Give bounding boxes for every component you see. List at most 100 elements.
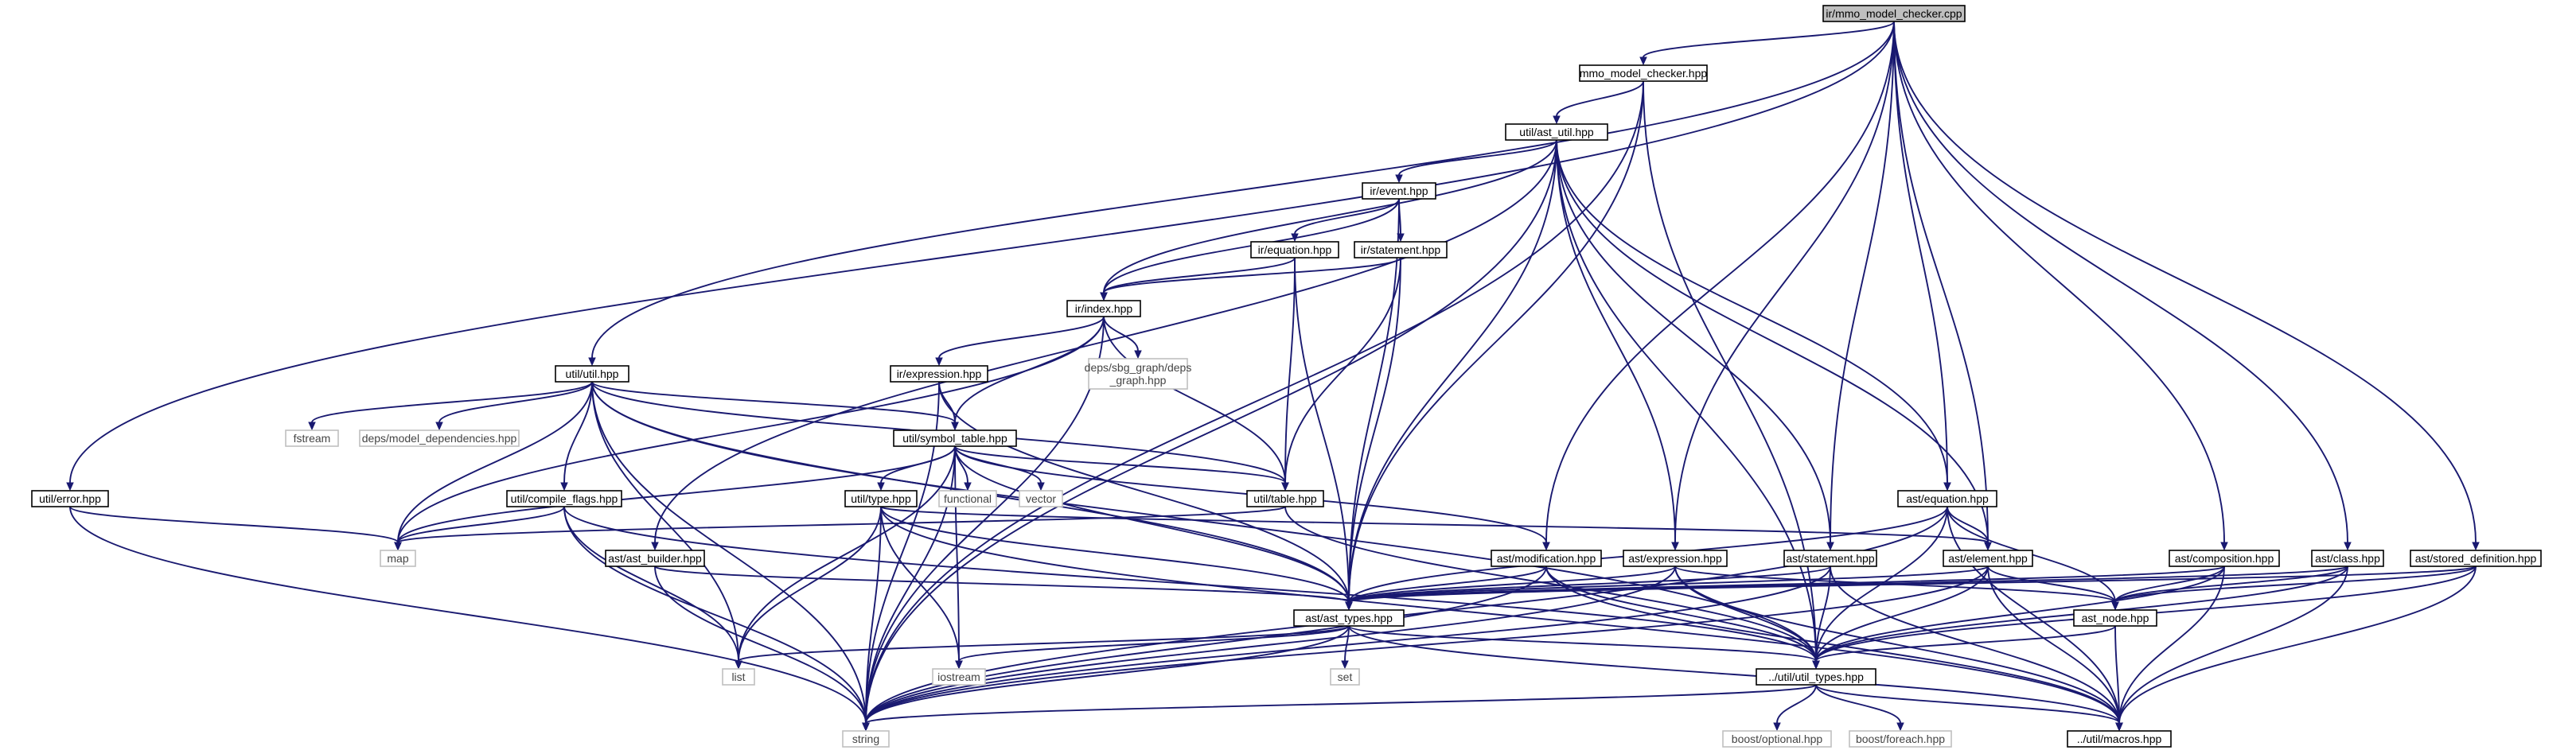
edge-symtab-to-utiltable — [954, 445, 1289, 492]
node-utiltypes[interactable]: ../util/util_types.hpp — [1756, 668, 1876, 686]
edge-mmochk-to-asttypes — [1345, 80, 1644, 611]
node-label: ir/mmo_model_checker.cpp — [1826, 7, 1962, 20]
node-irindex[interactable]: ir/index.hpp — [1066, 300, 1141, 317]
node-depsgraph: deps/sbg_graph/deps_graph.hpp — [1085, 358, 1192, 390]
node-label: ir/statement.hpp — [1361, 243, 1441, 256]
node-box — [2073, 609, 2157, 627]
node-box — [31, 490, 109, 507]
node-astbuilder[interactable]: ast/ast_builder.hpp — [605, 550, 705, 567]
edge-astelem-to-macros — [1987, 566, 2123, 732]
edge-utiltype-to-iostream — [880, 506, 963, 670]
node-astcomp[interactable]: ast/composition.hpp — [2169, 550, 2280, 567]
node-fstream: fstream — [285, 429, 339, 447]
edge-astutil-to-astexpr — [1556, 139, 1679, 551]
edge-irindex-to-irexpression — [935, 316, 1105, 367]
node-label: ast/composition.hpp — [2175, 552, 2274, 565]
node-boostfe: boost/foreach.hpp — [1849, 730, 1952, 748]
node-astelem[interactable]: ast/element.hpp — [1943, 550, 2033, 567]
node-event[interactable]: ir/event.hpp — [1362, 182, 1436, 200]
node-utiltable[interactable]: util/table.hpp — [1246, 490, 1324, 507]
node-box — [380, 550, 416, 567]
node-astutil[interactable]: util/ast_util.hpp — [1505, 123, 1608, 141]
node-box — [1246, 490, 1324, 507]
node-astnode[interactable]: ast_node.hpp — [2073, 609, 2157, 627]
edge-root-to-utilutil — [588, 21, 1895, 367]
node-box — [844, 490, 918, 507]
node-box — [1088, 358, 1188, 390]
edge-utilutil-to-symtab — [591, 381, 959, 431]
node-box — [1293, 609, 1405, 627]
node-label: ast/element.hpp — [1948, 552, 2028, 565]
nodes-layer: ir/mmo_model_checker.cpp mmo_model_checke… — [31, 5, 2542, 748]
edge-root-to-mmochk — [1639, 21, 1895, 66]
node-box — [1722, 730, 1832, 748]
node-mmochk[interactable]: mmo_model_checker.hpp — [1579, 64, 1708, 82]
node-compileflags[interactable]: util/compile_flags.hpp — [506, 490, 622, 507]
node-asteq[interactable]: ast/equation.hpp — [1897, 490, 1997, 507]
node-utilutil[interactable]: util/util.hpp — [555, 365, 629, 383]
node-box — [1362, 182, 1436, 200]
node-label: ast/class.hpp — [2315, 552, 2380, 565]
node-label: _graph.hpp — [1109, 374, 1167, 387]
node-asttypes[interactable]: ast/ast_types.hpp — [1293, 609, 1405, 627]
node-irexpression[interactable]: ir/expression.hpp — [890, 365, 988, 383]
edge-irequation-to-asttypes — [1294, 257, 1353, 611]
edge-symtab-to-list — [735, 445, 956, 670]
edge-aststored-to-astnode — [2111, 566, 2477, 611]
node-box — [722, 668, 755, 686]
node-box — [1756, 668, 1876, 686]
node-label: ast/ast_builder.hpp — [608, 552, 702, 565]
node-label: ir/index.hpp — [1075, 302, 1133, 315]
node-label: vector — [1026, 492, 1056, 505]
node-label: util/ast_util.hpp — [1519, 126, 1594, 138]
edge-utilerror-to-string — [69, 506, 870, 732]
edge-compileflags-to-string — [563, 506, 870, 732]
edge-root-to-astcomp — [1893, 21, 2228, 551]
node-box — [1822, 5, 1966, 22]
edge-astutil-to-astelem — [1556, 139, 1992, 551]
node-aststored[interactable]: ast/stored_definition.hpp — [2410, 550, 2542, 567]
node-astexpr[interactable]: ast/expression.hpp — [1623, 550, 1728, 567]
node-astmod[interactable]: ast/modification.hpp — [1491, 550, 1602, 567]
node-iostream: iostream — [932, 668, 986, 686]
node-set: set — [1330, 668, 1360, 686]
node-utilerror[interactable]: util/error.hpp — [31, 490, 109, 507]
node-label: ast/stored_definition.hpp — [2415, 552, 2537, 565]
node-depsmodel: deps/model_dependencies.hpp — [359, 429, 520, 447]
node-box — [1505, 123, 1608, 141]
edge-utilutil-to-compileflags — [560, 381, 593, 492]
node-box — [893, 429, 1017, 447]
node-box — [1623, 550, 1728, 567]
node-label: boost/foreach.hpp — [1856, 733, 1945, 745]
edges-layer — [66, 21, 2480, 732]
node-astclass[interactable]: ast/class.hpp — [2311, 550, 2384, 567]
node-root[interactable]: ir/mmo_model_checker.cpp — [1822, 5, 1966, 22]
node-label: mmo_model_checker.hpp — [1580, 67, 1708, 80]
edge-asttypes-to-list — [735, 625, 1350, 670]
node-label: ast/statement.hpp — [1786, 552, 1875, 565]
node-box — [2410, 550, 2542, 567]
node-label: ../util/util_types.hpp — [1768, 670, 1864, 683]
node-label: deps/model_dependencies.hpp — [362, 432, 517, 445]
node-box — [1491, 550, 1602, 567]
node-irequation[interactable]: ir/equation.hpp — [1250, 241, 1339, 258]
node-label: deps/sbg_graph/deps — [1085, 361, 1192, 374]
node-label: boost/optional.hpp — [1732, 733, 1823, 745]
edge-irindex-to-utiltable — [1103, 316, 1289, 492]
edge-utiltypes-to-macros — [1815, 684, 2123, 732]
edge-astutil-to-event — [1395, 139, 1557, 184]
node-label: ir/expression.hpp — [897, 367, 982, 380]
edge-irstatement-to-irindex — [1100, 257, 1401, 301]
node-label: ast/expression.hpp — [1628, 552, 1722, 565]
node-box — [359, 429, 520, 447]
node-aststmt[interactable]: ast/statement.hpp — [1783, 550, 1877, 567]
edge-astutil-to-asteq — [1556, 139, 1951, 492]
edge-utiltypes-to-string — [862, 684, 1817, 732]
node-label: string — [852, 733, 879, 745]
node-label: fstream — [294, 432, 331, 445]
node-macros[interactable]: ../util/macros.hpp — [2067, 730, 2172, 748]
node-functional: functional — [938, 490, 997, 507]
node-symtab[interactable]: util/symbol_table.hpp — [893, 429, 1017, 447]
node-irstatement[interactable]: ir/statement.hpp — [1354, 241, 1448, 258]
node-utiltype[interactable]: util/type.hpp — [844, 490, 918, 507]
